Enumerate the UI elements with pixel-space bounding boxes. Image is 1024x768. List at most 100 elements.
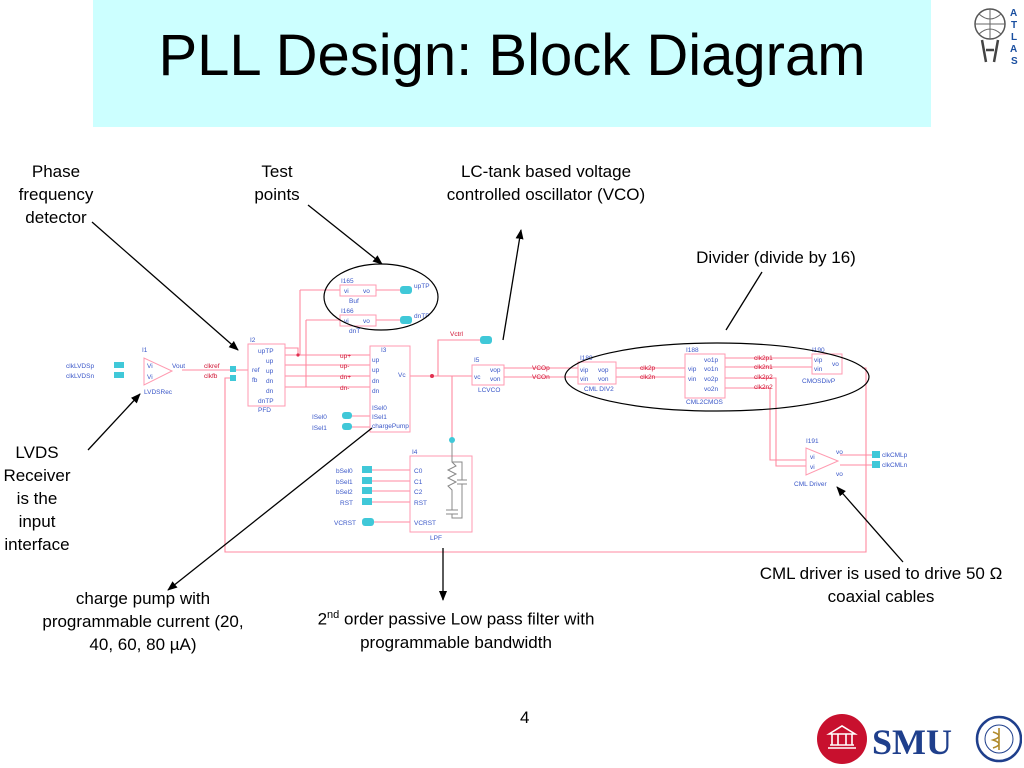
svg-text:SMU: SMU <box>872 722 952 762</box>
svg-text:C2: C2 <box>414 489 423 496</box>
svg-text:up: up <box>372 357 380 364</box>
title-banner: PLL Design: Block Diagram <box>93 0 931 127</box>
svg-text:bSel2: bSel2 <box>336 489 353 496</box>
svg-text:PFD: PFD <box>258 407 271 414</box>
svg-text:bSel1: bSel1 <box>336 479 353 486</box>
svg-text:dn+: dn+ <box>340 374 351 381</box>
svg-text:LCVCO: LCVCO <box>478 387 500 394</box>
svg-text:Vi: Vi <box>147 374 153 381</box>
svg-text:I191: I191 <box>806 438 819 445</box>
svg-text:RST: RST <box>414 500 427 507</box>
cml-driver-symbol <box>805 447 840 476</box>
svg-text:dn: dn <box>266 388 274 395</box>
svg-text:ref: ref <box>252 367 260 374</box>
pfd-block <box>247 343 286 407</box>
svg-text:upTP: upTP <box>414 283 430 290</box>
svg-text:VCRST: VCRST <box>414 520 436 527</box>
lvds-arrow <box>87 393 141 451</box>
svg-text:fb: fb <box>252 377 258 384</box>
svg-text:vo: vo <box>836 449 843 456</box>
charge-pump-arrow <box>167 427 373 591</box>
svg-text:vip: vip <box>688 366 697 373</box>
svg-text:dnTP: dnTP <box>414 313 430 320</box>
cml-label: CML driver is used to drive 50 Ω coaxial… <box>759 564 1003 606</box>
svg-text:ISel0: ISel0 <box>312 414 327 421</box>
svg-text:VCOn: VCOn <box>532 374 550 381</box>
svg-text:clk2p2: clk2p2 <box>754 374 773 381</box>
svg-text:Vctrl: Vctrl <box>450 331 464 338</box>
svg-text:bSel0: bSel0 <box>336 468 353 475</box>
svg-text:vc: vc <box>474 374 481 381</box>
svg-text:I2: I2 <box>250 337 256 344</box>
smu-logo: SMU <box>817 714 1022 764</box>
svg-text:CML2CMOS: CML2CMOS <box>686 399 724 406</box>
svg-text:VCRST: VCRST <box>334 520 356 527</box>
svg-text:up: up <box>266 368 274 375</box>
svg-text:up: up <box>266 358 274 365</box>
net-clklvdsn: clkLVDSn <box>66 373 94 380</box>
svg-text:T: T <box>1011 20 1017 31</box>
vco-block <box>471 364 505 386</box>
svg-text:vin: vin <box>580 376 589 383</box>
svg-text:clkref: clkref <box>204 363 220 370</box>
svg-text:CML DIV2: CML DIV2 <box>584 386 614 393</box>
divider-line <box>725 271 763 331</box>
svg-text:vin: vin <box>688 376 697 383</box>
svg-text:I5: I5 <box>474 357 480 364</box>
lpf-block <box>409 455 473 533</box>
svg-text:vo2p: vo2p <box>704 376 718 383</box>
net-clklvdsp: clkLVDSp <box>66 363 94 370</box>
page-number: 4 <box>520 708 530 727</box>
svg-text:Vc: Vc <box>398 372 406 379</box>
svg-text:I190: I190 <box>812 347 825 354</box>
div8-block <box>684 353 726 399</box>
lpf-label: 2nd order passive Low pass filter with p… <box>317 609 595 652</box>
svg-text:Buf: Buf <box>349 298 359 305</box>
svg-text:chargePump: chargePump <box>372 423 409 430</box>
svg-text:RST: RST <box>340 500 353 507</box>
svg-text:I166: I166 <box>341 308 354 315</box>
divider-label: Divider (divide by 16) <box>696 248 856 267</box>
svg-text:CML Driver: CML Driver <box>794 481 827 488</box>
svg-text:vo2n: vo2n <box>704 386 718 393</box>
svg-text:CMOSDivP: CMOSDivP <box>802 378 835 385</box>
svg-text:clkCMLp: clkCMLp <box>882 452 908 459</box>
svg-text:dnT: dnT <box>349 328 360 335</box>
svg-text:vi: vi <box>810 464 815 471</box>
svg-text:vin: vin <box>814 366 823 373</box>
svg-text:vo1n: vo1n <box>704 366 718 373</box>
charge-pump-block <box>369 345 411 433</box>
lvds-receiver-symbol <box>143 357 174 386</box>
svg-text:vop: vop <box>598 367 609 374</box>
svg-text:A: A <box>1010 44 1017 55</box>
svg-text:I189: I189 <box>580 355 593 362</box>
test-points-label: Test points <box>254 162 300 204</box>
svg-text:vi: vi <box>344 318 349 325</box>
svg-text:up-: up- <box>340 363 349 370</box>
svg-text:vi: vi <box>344 288 349 295</box>
svg-text:upTP: upTP <box>258 348 274 355</box>
pfd-arrow <box>91 221 239 351</box>
svg-text:L: L <box>1011 32 1017 43</box>
svg-text:dn: dn <box>372 378 380 385</box>
svg-text:clk2n1: clk2n1 <box>754 364 773 371</box>
svg-text:von: von <box>598 376 609 383</box>
svg-text:vop: vop <box>490 367 501 374</box>
slide-title: PLL Design: Block Diagram <box>158 23 866 88</box>
cml-arrow <box>836 486 904 563</box>
svg-text:dn-: dn- <box>340 385 349 392</box>
div2-block <box>577 361 617 385</box>
svg-text:ISel0: ISel0 <box>372 405 387 412</box>
svg-text:I188: I188 <box>686 347 699 354</box>
svg-text:clkfb: clkfb <box>204 373 218 380</box>
svg-text:up+: up+ <box>340 353 351 360</box>
vco-label: LC-tank based voltage controlled oscilla… <box>446 162 646 204</box>
svg-text:up: up <box>372 367 380 374</box>
charge-pump-label: charge pump with programmable current (2… <box>42 589 244 654</box>
svg-text:clk2n2: clk2n2 <box>754 384 773 391</box>
svg-text:Vout: Vout <box>172 363 185 370</box>
vco-arrow <box>502 229 524 341</box>
svg-text:LVDSRec: LVDSRec <box>144 389 173 396</box>
svg-text:I1: I1 <box>142 347 148 354</box>
